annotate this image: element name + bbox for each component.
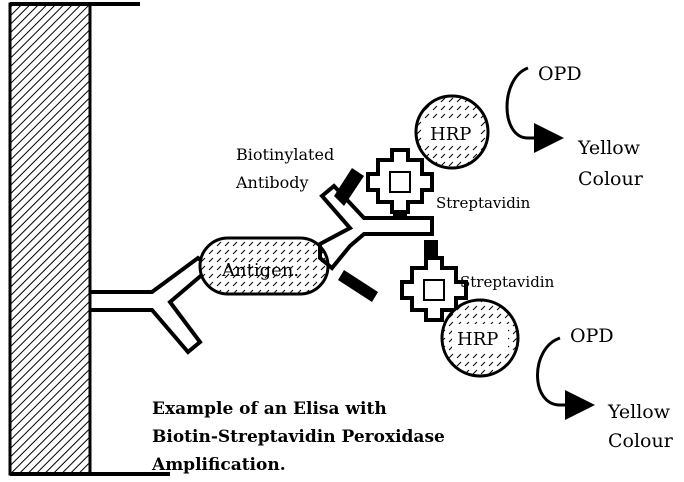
label-opd-top: OPD xyxy=(538,63,582,85)
hrp-enzyme-top xyxy=(414,94,490,170)
label-opd-bottom: OPD xyxy=(570,325,614,347)
label-colour-bottom: Colour xyxy=(608,430,674,452)
capture-antibody xyxy=(90,255,214,355)
label-hrp-bottom: HRP xyxy=(457,329,498,350)
reaction-arrow-top xyxy=(505,66,564,153)
label-hrp-top: HRP xyxy=(430,124,471,145)
label-antibody: Antibody xyxy=(235,173,309,192)
caption-line-2: Biotin-Streptavidin Peroxidase xyxy=(152,427,445,447)
label-biotinylated: Biotinylated xyxy=(236,145,334,164)
biotinylated-antibody xyxy=(318,183,434,271)
streptavidin-top xyxy=(366,148,434,214)
label-antigen: Antigen. xyxy=(221,260,299,281)
label-streptavidin-bottom: Streptavidin xyxy=(460,273,555,291)
caption-line-3: Amplification. xyxy=(151,455,286,475)
label-yellow-top: Yellow xyxy=(577,137,641,159)
label-colour-top: Colour xyxy=(578,168,644,190)
label-yellow-bottom: Yellow xyxy=(607,401,671,423)
reaction-arrow-bottom xyxy=(536,336,595,420)
hrp-enzyme-bottom xyxy=(440,298,520,378)
label-streptavidin-top: Streptavidin xyxy=(436,194,531,212)
solid-phase-wall xyxy=(8,2,170,476)
caption-line-1: Example of an Elisa with xyxy=(152,399,387,419)
